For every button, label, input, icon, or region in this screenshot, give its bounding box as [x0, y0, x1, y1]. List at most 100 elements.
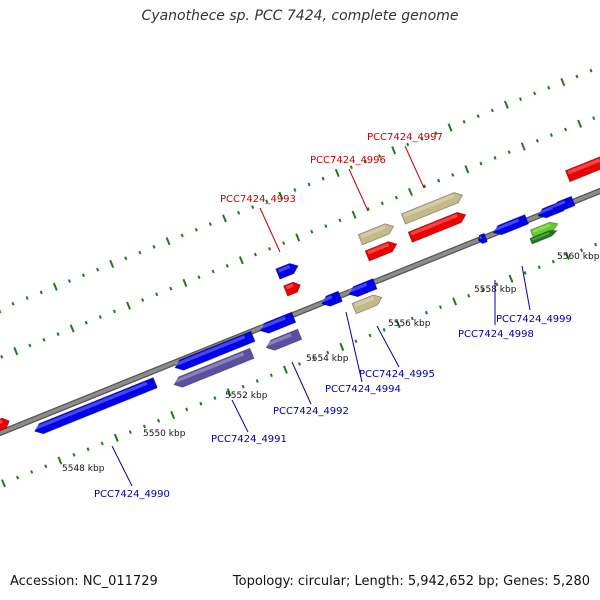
tick-mark-lower [283, 365, 288, 374]
tick-mark-upper [592, 116, 596, 120]
tick-mark-lower [551, 259, 555, 264]
tick-mark-lower [537, 265, 541, 270]
gene-unlabeled-red-edge[interactable] [564, 154, 600, 183]
gene-pcc7424-4994[interactable] [320, 290, 343, 309]
gene-pcc7424-4996-highlight [360, 225, 386, 239]
tick-mark-outer [222, 214, 227, 223]
gene-pcc7424-4996[interactable] [357, 221, 396, 246]
gene-pcc7424-4995-shape [348, 278, 378, 298]
tick-mark-outer [490, 108, 494, 113]
tick-mark-outer [194, 227, 198, 232]
gene-unlabeled-red-long-highlight [410, 213, 459, 236]
gene-pcc7424-4992-highlight [260, 316, 286, 330]
gene-unlabeled-purple[interactable] [172, 347, 255, 390]
tick-mark-outer [363, 159, 367, 164]
scale-label: 5548 kbp [62, 464, 105, 474]
gene-label-pcc7424-4990[interactable]: PCC7424_4990 [94, 489, 170, 500]
gene-pcc7424-4997[interactable] [400, 190, 464, 225]
tick-mark-lower [57, 456, 63, 465]
gene-label-pcc7424-4994[interactable]: PCC7424_4994 [325, 384, 401, 395]
tick-mark-lower [113, 433, 119, 442]
tick-mark-lower [382, 327, 386, 332]
gene-unlabeled-blue-right[interactable] [551, 195, 576, 214]
gene-unlabeled-blue-tiny-shape [477, 232, 488, 245]
gene-pcc7424-4993-highlight [278, 264, 291, 273]
genome-summary-text: Topology: circular; Length: 5,942,652 bp… [232, 574, 590, 589]
tick-mark-lower [16, 475, 20, 480]
tick-mark-outer [434, 131, 438, 136]
gene-pcc7424-4991[interactable] [173, 330, 256, 373]
tick-mark-upper [69, 324, 75, 333]
gene-label-pcc7424-4998[interactable]: PCC7424_4998 [458, 329, 534, 340]
gene-label-pcc7424-4993[interactable]: PCC7424_4993 [220, 194, 296, 205]
tick-mark-lower [354, 339, 358, 344]
tick-mark-outer [547, 85, 551, 90]
tick-mark-outer [25, 296, 29, 300]
tick-mark-upper [437, 178, 441, 183]
map-title: Cyanothece sp. PCC 7424, complete genome [141, 8, 459, 24]
gene-unlabeled-red-long[interactable] [407, 210, 468, 243]
tick-mark-upper [98, 315, 102, 319]
gene-unlabeled-purple-small-highlight [266, 333, 292, 347]
tick-mark-outer [476, 114, 480, 118]
gene-pcc7424-4994-highlight [321, 295, 333, 303]
gene-pcc7424-4992[interactable] [258, 311, 297, 336]
gene-label-pcc7424-4997[interactable]: PCC7424_4997 [367, 132, 443, 143]
gene-unlabeled-darkgreen[interactable] [529, 228, 558, 245]
tick-mark-upper [126, 301, 131, 310]
tick-mark-upper [479, 161, 483, 166]
gene-unlabeled-red-left-shape [0, 417, 10, 433]
tick-mark-lower [255, 379, 259, 383]
gene-unlabeled-blue-tiny[interactable] [477, 232, 488, 245]
gene-unlabeled-darkgreen-highlight [532, 232, 550, 241]
gene-pcc7424-4993-shape [275, 262, 299, 280]
gene-pcc7424-4990[interactable] [33, 377, 158, 437]
gene-pcc7424-4998[interactable] [491, 214, 530, 238]
tick-mark-outer [52, 282, 58, 291]
tick-mark-outer [293, 188, 297, 192]
tick-mark-lower [269, 373, 273, 378]
gene-unlabeled-red-left[interactable] [0, 416, 11, 433]
tick-mark-outer [81, 273, 86, 278]
gene-label-pcc7424-4995[interactable]: PCC7424_4995 [359, 369, 435, 380]
tick-mark-outer [533, 91, 537, 96]
gene-pcc7424-4999-highlight [538, 205, 555, 215]
gene-pcc7424-4993[interactable] [275, 261, 301, 280]
gene-unlabeled-tan[interactable] [351, 292, 384, 315]
gene-unlabeled-red-edge-highlight [567, 158, 600, 175]
gene-unlabeled-purple-small[interactable] [264, 328, 303, 353]
tick-mark-upper [394, 195, 398, 200]
gene-unlabeled-red[interactable] [364, 239, 399, 262]
accession-text: Accession: NC_011729 [10, 574, 158, 589]
tick-mark-upper [253, 252, 257, 257]
tick-mark-outer [349, 165, 353, 170]
tick-mark-outer [39, 290, 43, 295]
gene-label-pcc7424-4992[interactable]: PCC7424_4992 [273, 406, 349, 417]
tick-mark-outer [237, 210, 241, 215]
tick-mark-upper [464, 165, 470, 174]
tick-mark-upper [324, 224, 328, 228]
gene-label-pcc7424-4991[interactable]: PCC7424_4991 [211, 434, 287, 445]
gene-unlabeled-green[interactable] [529, 220, 559, 239]
gene-unlabeled-red-edge-shape [564, 156, 600, 183]
tick-mark-upper [423, 184, 427, 189]
tick-mark-upper [56, 332, 60, 336]
tick-mark-upper [493, 156, 497, 160]
gene-unlabeled-red-left-highlight [0, 419, 3, 426]
tick-mark-lower [226, 388, 232, 397]
tick-mark-outer [265, 199, 269, 204]
tick-mark-outer [462, 119, 466, 124]
tick-mark-lower [495, 282, 499, 287]
gene-pcc7424-4995[interactable] [347, 278, 378, 300]
tick-mark-outer [307, 182, 311, 187]
leader-line-pcc7424-4997 [404, 145, 425, 189]
gene-label-pcc7424-4999[interactable]: PCC7424_4999 [496, 314, 572, 325]
gene-unlabeled-red-small[interactable] [283, 280, 303, 297]
genome-backbone [0, 189, 600, 435]
tick-mark-upper [211, 269, 215, 274]
tick-mark-lower [467, 293, 471, 298]
tick-mark-outer [138, 250, 142, 255]
gene-label-pcc7424-4996[interactable]: PCC7424_4996 [310, 155, 386, 166]
tick-mark-upper [577, 119, 583, 128]
